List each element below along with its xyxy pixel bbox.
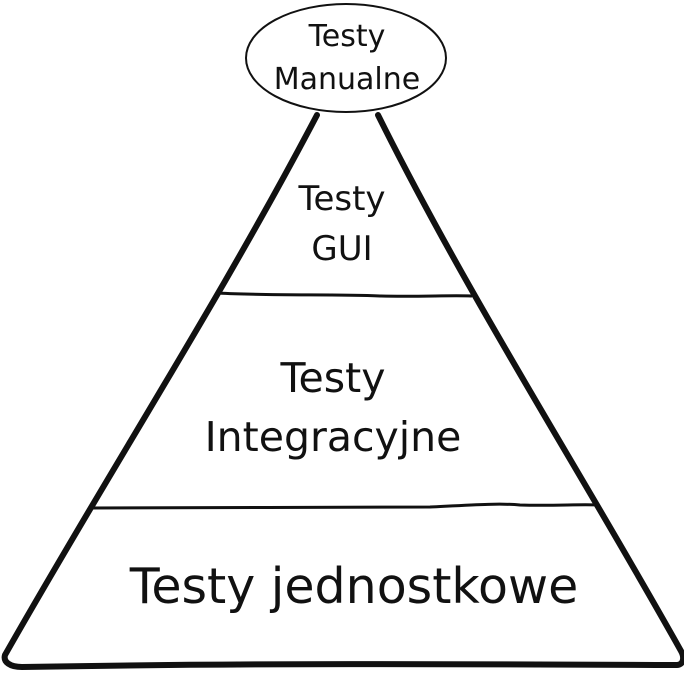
manual-tests-label-line2: Manualne <box>274 62 420 97</box>
gui-tests-label-line2: GUI <box>311 229 372 269</box>
integration-tests-label-line1: Testy <box>279 354 385 402</box>
unit-tests-label: Testy jednostkowe <box>129 558 579 615</box>
divider-integration-unit <box>89 502 600 510</box>
manual-tests-ellipse <box>245 3 447 113</box>
divider-gui-integration <box>216 291 473 298</box>
pyramid-outline <box>1 112 684 670</box>
manual-tests-label-line1: Testy <box>308 19 386 54</box>
gui-tests-label-line1: Testy <box>297 179 385 219</box>
integration-tests-label-line2: Integracyjne <box>205 413 462 461</box>
